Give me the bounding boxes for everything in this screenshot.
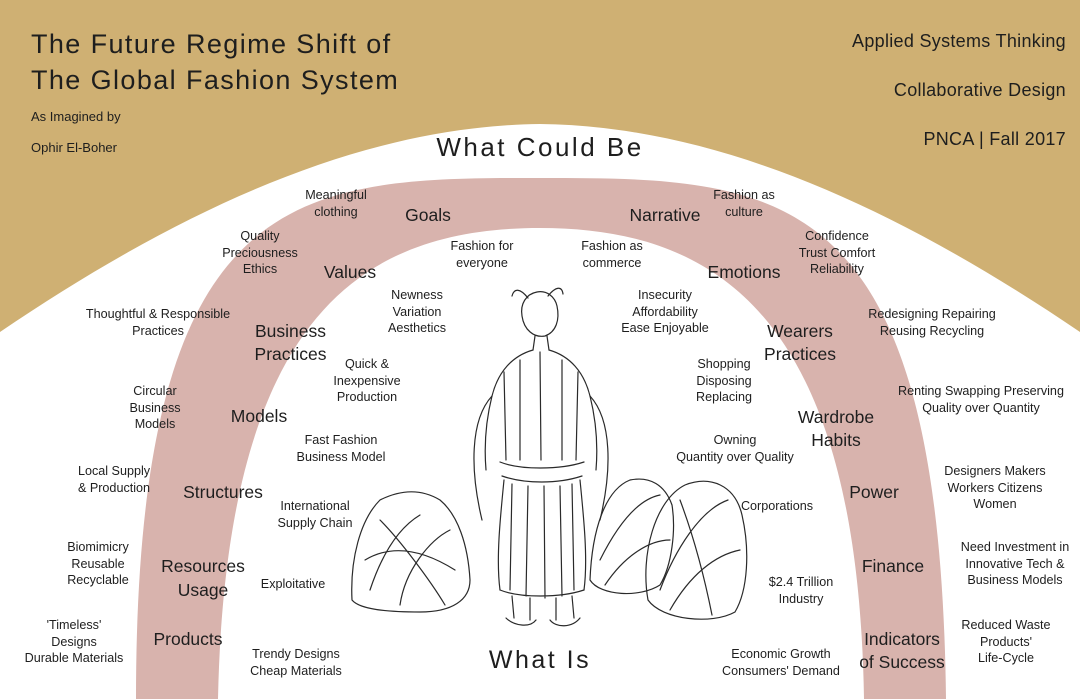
note-insecurity-affordability: Insecurity Affordability Ease Enjoyable [621, 288, 709, 336]
note-fast-fashion: Fast Fashion Business Model [296, 433, 386, 464]
arch-label-business-practices: Business Practices [254, 321, 327, 364]
note-timeless-designs: 'Timeless' Designs Durable Materials [24, 618, 124, 666]
what-is-heading: What Is [488, 646, 592, 674]
note-need-investment: Need Investment in Innovative Tech & Bus… [960, 540, 1070, 588]
note-redesigning-repairing: Redesigning Repairing Reusing Recycling [868, 307, 996, 338]
note-international-supply-chain: International Supply Chain [277, 499, 353, 530]
arch-label-wardrobe-habits: Wardrobe Habits [797, 407, 875, 450]
arch-label-values: Values [323, 262, 377, 282]
note-quick-inexpensive: Quick & Inexpensive Production [333, 357, 401, 405]
note-circular-business-models: Circular Business Models [129, 384, 181, 432]
arch-label-power: Power [849, 482, 899, 502]
note-trillion-industry: $2.4 Trillion Industry [768, 575, 834, 606]
note-economic-growth: Economic Growth Consumers' Demand [722, 647, 840, 678]
title-line-1: The Future Regime Shift of [31, 29, 392, 59]
note-fashion-for-everyone: Fashion for everyone [450, 239, 514, 270]
arch-label-goals: Goals [405, 205, 451, 225]
arch-label-emotions: Emotions [707, 262, 781, 282]
note-newness-variation: Newness Variation Aesthetics [387, 288, 447, 336]
arch-band [136, 178, 946, 699]
note-thoughtful-practices: Thoughtful & Responsible Practices [85, 307, 231, 338]
note-fashion-as-culture: Fashion as culture [713, 188, 775, 219]
title-line-2: The Global Fashion System [31, 65, 400, 95]
fashion-sketch [351, 287, 748, 627]
note-quality-preciousness-ethics: Quality Preciousness Ethics [222, 229, 298, 277]
note-fashion-as-commerce: Fashion as commerce [581, 239, 643, 270]
course-subtitle: Collaborative Design [893, 80, 1066, 100]
arch-label-narrative: Narrative [629, 205, 701, 225]
arch-label-resources-usage: Resources Usage [161, 556, 245, 600]
note-confidence-trust: Confidence Trust Comfort Reliability [798, 229, 876, 277]
arch-label-wearers-practices: Wearers Practices [764, 321, 836, 364]
note-meaningful-clothing: Meaningful clothing [305, 188, 367, 219]
note-shopping-disposing: Shopping Disposing Replacing [695, 357, 752, 405]
note-renting-swapping: Renting Swapping Preserving Quality over… [898, 384, 1064, 415]
arch-label-finance: Finance [861, 556, 925, 576]
school-term: PNCA | Fall 2017 [923, 129, 1066, 149]
arch-label-products: Products [153, 629, 223, 649]
top-banner [0, 0, 1080, 332]
note-biomimicry: Biomimicry Reusable Recyclable [67, 540, 129, 588]
what-could-be-heading: What Could Be [436, 132, 644, 162]
author-name: Ophir El-Boher [31, 140, 117, 155]
note-owning-quantity: Owning Quantity over Quality [676, 433, 794, 464]
note-exploitative: Exploitative [260, 577, 326, 591]
arch-label-models: Models [230, 406, 288, 426]
arch-label-indicators-of-success: Indicators of Success [859, 629, 945, 672]
note-reduced-waste: Reduced Waste Products' Life-Cycle [961, 618, 1051, 666]
note-local-supply: Local Supply & Production [77, 464, 151, 495]
note-corporations: Corporations [740, 499, 814, 513]
arch-label-structures: Structures [183, 482, 263, 502]
note-trendy-designs: Trendy Designs Cheap Materials [250, 647, 342, 678]
note-designers-makers: Designers Makers Workers Citizens Women [944, 464, 1046, 512]
course-title: Applied Systems Thinking [852, 31, 1066, 51]
imagined-by-label: As Imagined by [31, 109, 121, 124]
